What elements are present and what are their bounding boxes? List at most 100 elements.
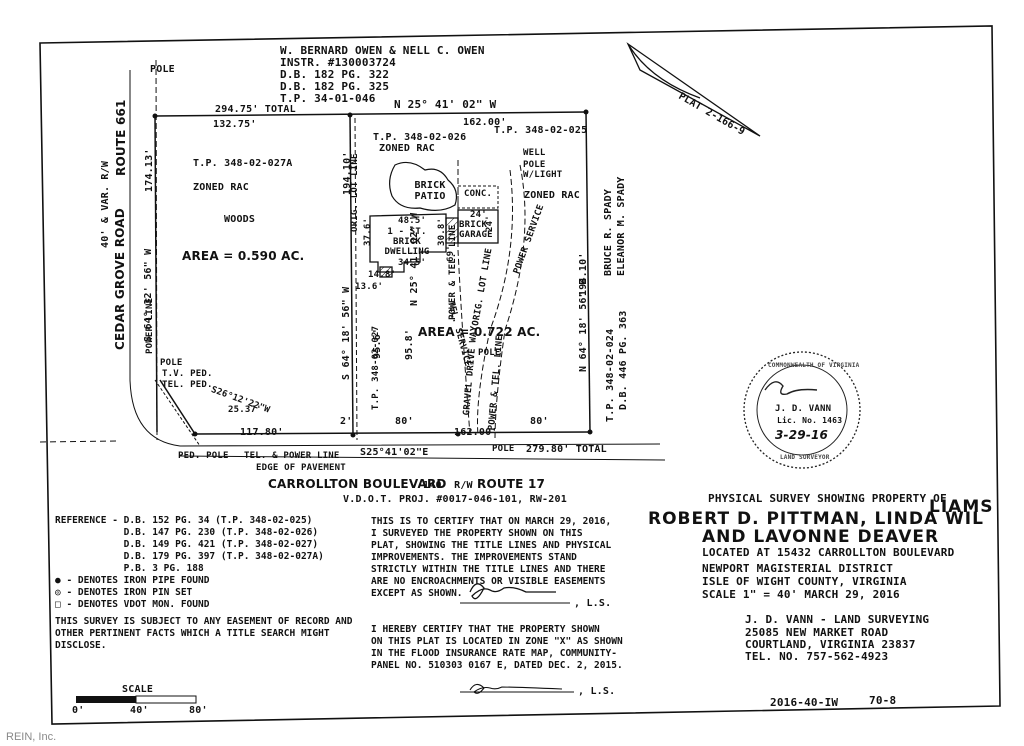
bearing-north: N 25° 41' 02" W [394, 98, 497, 111]
east-owner2: ELEANOR M. SPADY [616, 176, 627, 276]
legend-line: □ - DENOTES VDOT MON. FOUND [55, 599, 210, 610]
flood-line: PANEL NO. 510303 0167 E, DATED DEC. 2, 2… [371, 660, 623, 671]
dim-174: 174.13' [144, 148, 155, 192]
dim-24b: 24' [485, 215, 495, 232]
iron-pins [152, 109, 593, 438]
dim-13: 13.6' [355, 282, 384, 292]
title-line4: LOCATED AT 15432 CARROLLTON BOULEVARD [702, 546, 955, 559]
cert-line: I SURVEYED THE PROPERTY SHOWN ON THIS [371, 528, 583, 539]
cert-line: ARE NO ENCROACHMENTS OR VISIBLE EASEMENT… [371, 576, 606, 587]
signature-2 [469, 683, 563, 694]
north-db2: D.B. 182 PG. 325 [280, 80, 390, 93]
seal-ring-top: COMMONWEALTH OF VIRGINIA [768, 362, 860, 369]
dim-80a: 80' [395, 416, 414, 427]
driveway-lines [457, 160, 526, 441]
route-661: ROUTE 661 [114, 99, 128, 176]
bearing-s64b: S 64° 18' 56" W [341, 286, 352, 380]
cert-line: THIS IS TO CERTIFY THAT ON MARCH 29, 201… [371, 516, 612, 527]
seal-ring-bottom: LAND SURVEYOR [780, 454, 830, 461]
pole-mid-label: POLE [478, 348, 501, 358]
scale-bar [76, 695, 197, 704]
ref-line: REFERENCE - D.B. 152 PG. 34 (T.P. 348-02… [55, 515, 313, 526]
tv-ped-label: T.V. PED. [162, 369, 213, 379]
flood-line: IN THE FLOOD INSURANCE RATE MAP, COMMUNI… [371, 648, 617, 659]
scale-40: 40' [130, 705, 149, 716]
main-area: AREA = 0.722 AC. [418, 325, 541, 339]
well-label: WELL [523, 148, 546, 158]
tel-power-label: TEL. & POWER LINE [244, 451, 340, 461]
title-line5: NEWPORT MAGISTERIAL DISTRICT [702, 562, 894, 575]
cert-line: EXCEPT AS SHOWN. [371, 588, 463, 599]
north-tp: T.P. 34-01-046 [280, 92, 376, 105]
easement-line: OTHER PERTINENT FACTS WHICH A TITLE SEAR… [55, 628, 330, 639]
dim-95b: 95.8' [404, 328, 415, 360]
boundary-lines [154, 111, 591, 436]
seal-licno: Lic. No. 1463 [777, 416, 843, 425]
legend-line: ◎ - DENOTES IRON PIN SET [55, 587, 193, 598]
title-line6: ISLE OF WIGHT COUNTY, VIRGINIA [702, 575, 907, 588]
ref-line: P.B. 3 PG. 188 [55, 563, 204, 574]
plat-sketch [626, 42, 761, 137]
sheet-border [39, 25, 1001, 725]
east-owner1: BRUCE R. SPADY [603, 188, 614, 276]
firm-line1: J. D. VANN - LAND SURVEYING [745, 613, 930, 626]
west-woods: WOODS [224, 214, 256, 225]
dim-30: 30.8' [437, 217, 447, 246]
west-tp: T.P. 348-02-027A [193, 158, 293, 169]
center-tp: T.P. 348-02-026 [373, 132, 467, 143]
ref-line: D.B. 149 PG. 421 (T.P. 348-02-027) [55, 539, 319, 550]
dim-194a: 194.10' [342, 151, 353, 195]
patio-outline [389, 161, 458, 211]
flood-line: ON THIS PLAT IS LOCATED IN ZONE "X" AS S… [371, 636, 623, 647]
title-line3: AND LAVONNE DEAVER [702, 527, 940, 547]
dim-80b: 80' [530, 416, 549, 427]
cedar-grove-road: CEDAR GROVE ROAD [113, 208, 127, 350]
seal-name: J. D. VANN [775, 404, 832, 414]
easement-line: DISCLOSE. [55, 640, 107, 651]
brick-patio: BRICK PATIO [414, 180, 446, 202]
scale-label: SCALE [122, 684, 154, 695]
conc-label: CONC. [464, 189, 493, 199]
pole-south-label: POLE [492, 444, 515, 454]
bearing-n64e: N 64° 18' 56" E [578, 278, 589, 372]
dim-37: 37.6' [363, 217, 373, 246]
north-db1: D.B. 182 PG. 322 [280, 68, 390, 81]
cert-line: STRICTLY WITHIN THE TITLE LINES AND THER… [371, 564, 606, 575]
west-zone: ZONED RAC [193, 182, 249, 193]
dim-162b: 162.00' [454, 427, 498, 438]
dim-48: 48.5' [398, 216, 427, 226]
vdot-proj: V.D.O.T. PROJ. #0017-046-101, RW-201 [343, 494, 567, 505]
pole-light-label: POLE W/LIGHT [523, 160, 563, 180]
flood-block: I HEREBY CERTIFY THAT THE PROPERTY SHOWN… [371, 624, 623, 672]
dwelling-label: 1 - ST. BRICK DWELLING [384, 227, 430, 257]
legend-line: ● - DENOTES IRON PIPE FOUND [55, 575, 210, 586]
title-line7: SCALE 1" = 40' MARCH 29, 2016 [702, 588, 900, 601]
flood-line: I HEREBY CERTIFY THAT THE PROPERTY SHOWN [371, 624, 600, 635]
seal-date: 3-29-16 [775, 428, 829, 442]
east-db: D.B. 446 PG. 363 [618, 310, 629, 410]
title-line1: PHYSICAL SURVEY SHOWING PROPERTY OF [708, 492, 947, 505]
dim-24a: 24' [470, 210, 487, 220]
road-lines [39, 59, 666, 461]
scale-0: 0' [72, 705, 85, 716]
west-row: 40' & VAR. R/W [100, 160, 111, 248]
pole-top-label: POLE [150, 64, 175, 75]
east-lot-tp: T.P. 348-02-025 [494, 125, 588, 136]
surveyor-seal [743, 351, 861, 469]
bearing-south: S25°41'02"E [360, 447, 429, 458]
dim-25: 25.37' [228, 405, 262, 415]
signature-1 [469, 583, 556, 600]
job-number: 2016-40-IW [770, 696, 839, 709]
dim-2: 2' [340, 416, 353, 427]
ref-line: D.B. 179 PG. 397 (T.P. 348-02-027A) [55, 551, 324, 562]
scale-80: 80' [189, 705, 208, 716]
ped-pole-label: PED. POLE [178, 451, 229, 461]
east-tp: T.P. 348-02-024 [605, 328, 616, 422]
ref-line: D.B. 147 PG. 230 (T.P. 348-02-026) [55, 527, 319, 538]
dim-117: 117.80' [240, 427, 284, 438]
carrollton-boulevard: CARROLLTON BOULEVARD [268, 477, 447, 491]
south-row: 140' R/W [423, 480, 473, 491]
certify-block: THIS IS TO CERTIFY THAT ON MARCH 29, 201… [371, 516, 611, 600]
pole-west-label: POLE [160, 358, 183, 368]
